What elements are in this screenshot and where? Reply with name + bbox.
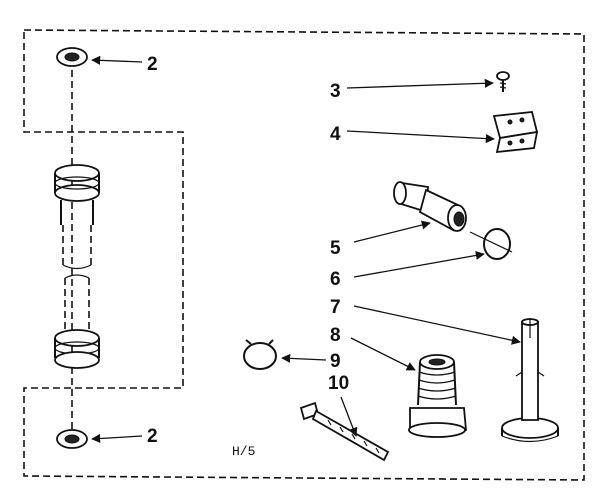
callout-7: 7: [330, 297, 341, 318]
leader-3: [346, 78, 494, 89]
o-ring-clamp-icon: [469, 228, 513, 260]
callout-5: 5: [330, 238, 341, 259]
cable-tie-icon: [299, 401, 390, 462]
leader-4: [346, 130, 495, 144]
callout-9: 9: [330, 351, 341, 372]
callout-2-bottom: 2: [147, 426, 158, 447]
leader-5: [353, 220, 431, 243]
leader-6: [353, 250, 485, 278]
leader-10: [340, 396, 358, 437]
leader-9: [281, 353, 327, 363]
washer-top-icon: [56, 47, 88, 67]
callout-4: 4: [330, 124, 341, 145]
callout-3: 3: [330, 81, 341, 102]
bracket-clip-icon: [492, 111, 539, 154]
kit-boundary: [23, 29, 585, 481]
hose-clamp-icon: [243, 339, 277, 370]
leader-8: [350, 337, 416, 371]
hose-assembly-icon: [54, 164, 100, 369]
leader-7: [353, 305, 521, 345]
callout-2-top: 2: [147, 54, 158, 75]
callout-10: 10: [328, 373, 349, 394]
callout-6: 6: [330, 269, 341, 290]
adapter-nozzle-icon: [393, 181, 467, 232]
leader-2-top: [91, 55, 143, 65]
callout-8: 8: [330, 325, 341, 346]
screw-icon: [496, 71, 510, 92]
drawing-code: H/5: [232, 444, 255, 459]
leveling-leg-icon: [501, 318, 559, 443]
threaded-fitting-icon: [408, 354, 467, 438]
leader-2-bottom: [91, 433, 143, 444]
washer-bottom-icon: [56, 429, 88, 449]
